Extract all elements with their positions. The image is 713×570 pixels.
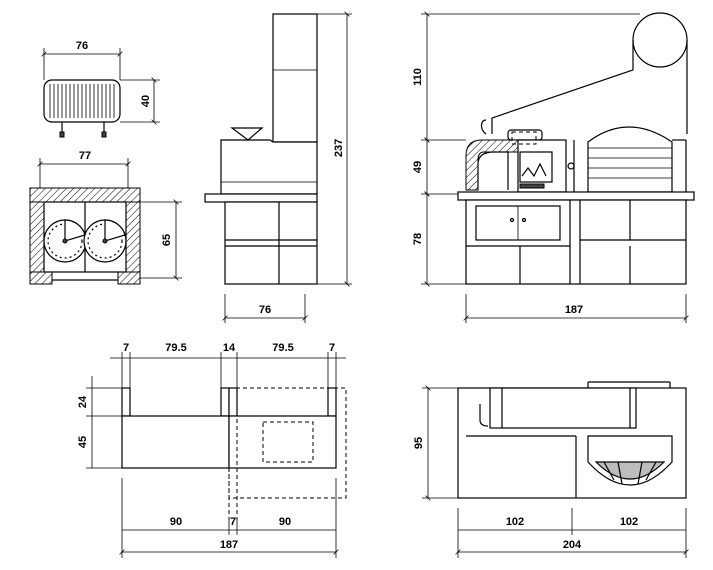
dim-label: 7 [230, 516, 236, 528]
layout-plan-view: 7 79.5 14 79.5 7 24 45 90 7 90 187 [77, 342, 347, 558]
dim-label: 204 [563, 539, 582, 551]
front-countertop [457, 191, 695, 201]
side-view: 237 76 [204, 11, 352, 323]
grill-handles [59, 122, 107, 138]
dim-label: 237 [333, 139, 345, 157]
front-view: 110 49 78 187 [412, 11, 695, 323]
dim-front-oven: 49 [412, 137, 458, 197]
dim-label: 76 [259, 304, 271, 316]
plan-view: 77 65 [29, 150, 182, 285]
dim-side-height: 237 [317, 11, 352, 287]
dim-front-width: 187 [463, 294, 689, 323]
dim-label: 79.5 [272, 342, 293, 354]
grill-view: 76 40 [41, 40, 160, 138]
dim-label: 7 [329, 342, 335, 354]
dim-layout-depth: 24 45 [77, 376, 122, 469]
dim-combo-depth: 95 [413, 385, 458, 501]
dim-label: 187 [565, 304, 583, 316]
front-base [465, 199, 687, 285]
dim-grill-width: 76 [41, 40, 123, 80]
side-base [224, 201, 318, 285]
dim-layout-top: 7 79.5 14 79.5 7 [110, 342, 346, 388]
front-oven [465, 131, 567, 193]
dim-side-base: 76 [222, 294, 308, 323]
dim-label: 65 [161, 234, 173, 246]
dim-label: 90 [170, 516, 182, 528]
dim-layout-bottom: 90 7 90 187 [119, 478, 339, 558]
dim-front-hood: 110 [412, 11, 640, 143]
dim-label: 77 [79, 150, 91, 162]
dim-label: 24 [77, 395, 89, 408]
combo-plan-view: 95 102 102 204 [413, 381, 689, 558]
side-countertop [204, 193, 318, 203]
front-flue-circle [632, 12, 688, 68]
dim-front-base: 78 [412, 191, 466, 287]
gauge-dial-right [83, 219, 127, 263]
combo-oven-dome [587, 435, 673, 486]
dim-label: 187 [220, 539, 238, 551]
plan-left-jamb [29, 271, 53, 285]
dim-plan-width: 77 [37, 150, 131, 188]
grill-bars [49, 84, 115, 118]
dim-label: 7 [123, 342, 129, 354]
dim-label: 102 [620, 516, 638, 528]
layout-right-module [228, 415, 337, 469]
plan-back-wall [29, 187, 141, 203]
dim-label: 49 [412, 161, 424, 173]
dim-grill-height: 40 [120, 77, 160, 125]
dim-combo-bottom: 102 102 204 [455, 508, 689, 558]
dim-label: 90 [279, 516, 291, 528]
dim-label: 78 [412, 233, 424, 245]
side-hood [220, 139, 318, 195]
plan-left-wall [29, 201, 45, 273]
dim-label: 76 [76, 40, 88, 52]
dim-label: 45 [77, 436, 89, 448]
dim-label: 110 [412, 68, 424, 86]
dim-label: 95 [413, 437, 425, 449]
layout-left-module [121, 415, 230, 469]
plan-right-wall [125, 201, 141, 273]
dim-label: 14 [223, 342, 236, 354]
dim-label: 79.5 [165, 342, 186, 354]
gauge-dial-left [43, 219, 87, 263]
dim-label: 40 [140, 95, 152, 107]
dim-plan-depth: 65 [140, 199, 182, 281]
front-wood-oven [567, 126, 687, 193]
dim-label: 102 [506, 516, 524, 528]
side-chimney [272, 13, 318, 143]
plan-right-jamb [117, 271, 141, 285]
